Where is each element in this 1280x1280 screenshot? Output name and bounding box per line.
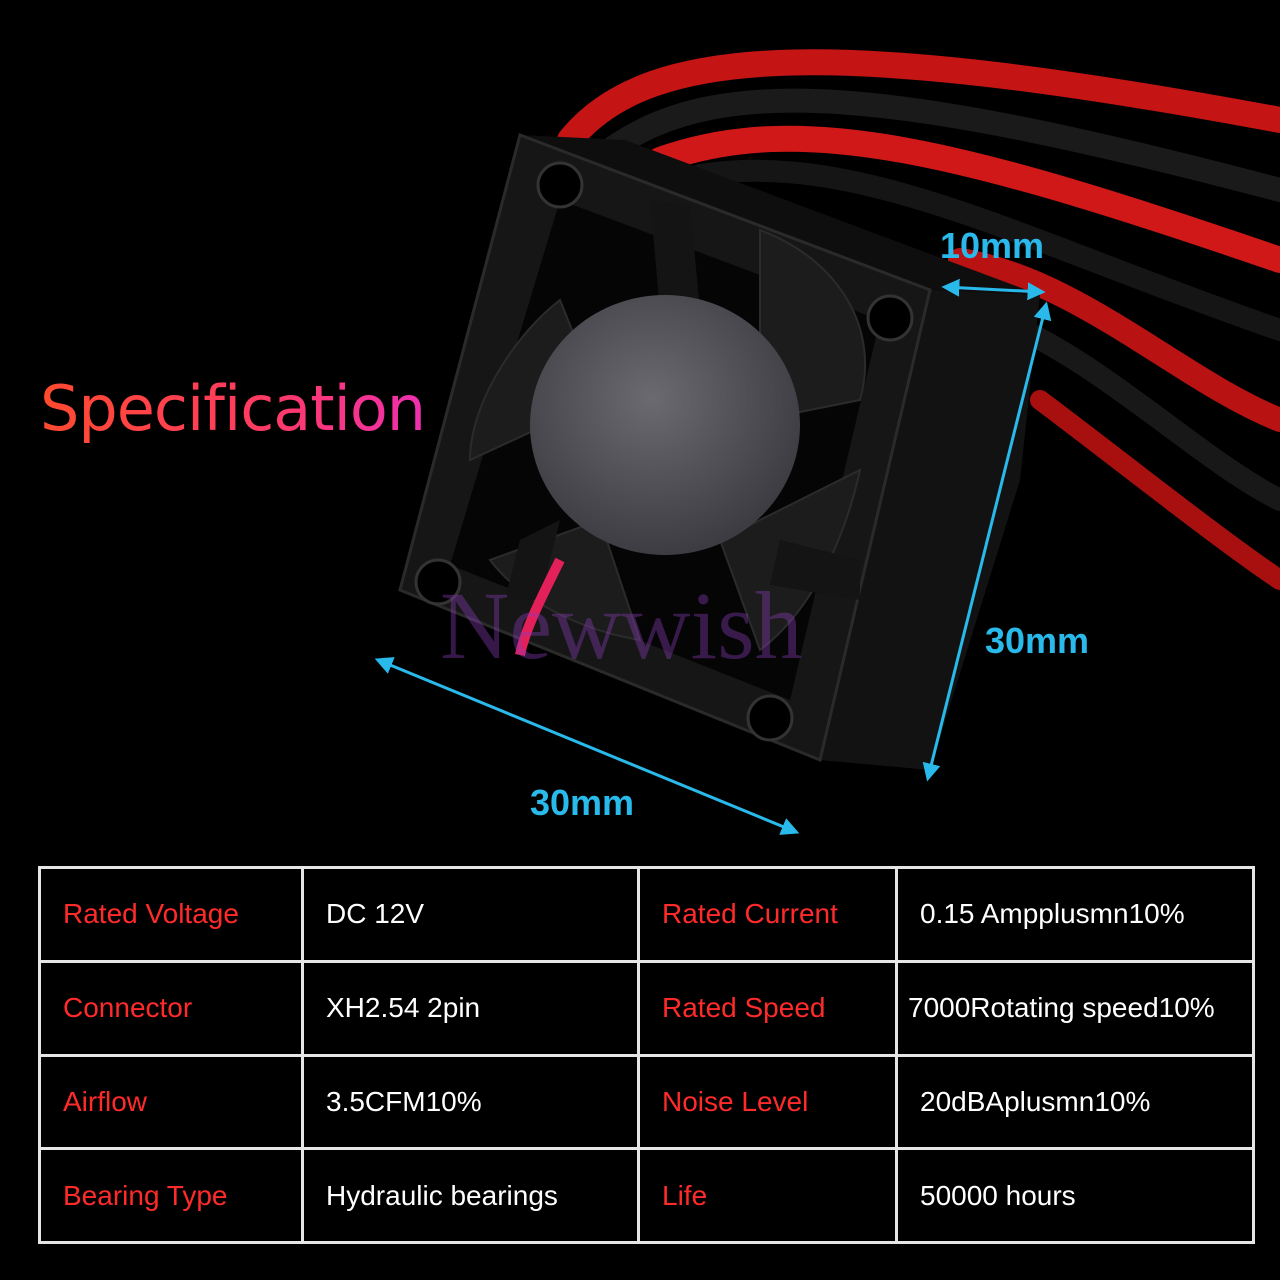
brand-watermark: Newwish [440,572,803,679]
table-row: Connector XH2.54 2pin Rated Speed 7000Ro… [38,959,1255,1057]
spec-value: Hydraulic bearings [301,1147,640,1244]
fan-hub [530,295,800,555]
spec-value: XH2.54 2pin [301,959,640,1057]
table-row: Airflow 3.5CFM10% Noise Level 20dBAplusm… [38,1053,1255,1151]
spec-label: Airflow [38,1053,304,1151]
dimension-height-label: 30mm [985,620,1090,661]
spec-label: Rated Speed [637,959,898,1057]
internal-wire [515,557,565,657]
dimension-depth-label: 10mm [940,225,1045,266]
fan-spokes [505,200,860,600]
spec-label: Noise Level [637,1053,898,1151]
spec-label: Life [637,1147,898,1244]
spec-value: 20dBAplusmn10% [895,1053,1255,1151]
table-row: Rated Voltage DC 12V Rated Current 0.15 … [38,866,1255,963]
table-row: Bearing Type Hydraulic bearings Life 500… [38,1147,1255,1244]
fan-illustration [374,49,1280,835]
spec-value: DC 12V [301,866,640,963]
product-illustration: Newwish Specification 10mm 30mm 30mm [40,49,1280,835]
spec-label: Bearing Type [38,1147,304,1244]
spec-value: 3.5CFM10% [301,1053,640,1151]
spec-value: 7000Rotating speed10% [895,959,1255,1057]
spec-table: Rated Voltage DC 12V Rated Current 0.15 … [38,866,1255,1244]
page-title: Specification [40,372,426,445]
spec-value: 0.15 Ampplusmn10% [895,866,1255,963]
dimension-width-label: 30mm [530,782,635,823]
fan-housing-side [520,135,1040,295]
spec-label: Rated Voltage [38,866,304,963]
dimension-arrows [374,278,1052,835]
spec-label: Connector [38,959,304,1057]
spec-label: Rated Current [637,866,898,963]
spec-value: 50000 hours [895,1147,1255,1244]
